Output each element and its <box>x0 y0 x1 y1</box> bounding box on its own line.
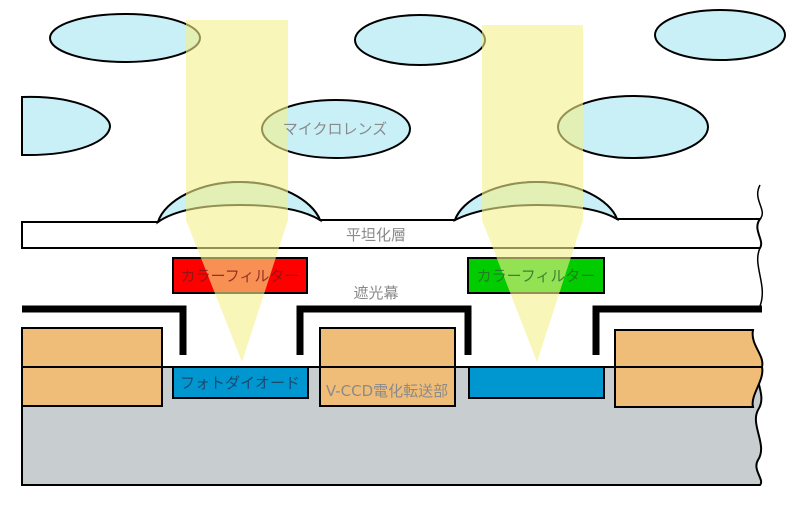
photodiode <box>172 366 309 399</box>
label-photodiode: フォトダイオード <box>180 374 300 392</box>
light-shield <box>22 305 187 355</box>
microlens <box>654 9 786 61</box>
microlens <box>49 13 201 63</box>
light-shield <box>296 305 472 355</box>
microlens <box>354 14 486 66</box>
label-color-filter-green: カラーフィルター <box>477 267 596 285</box>
light-beam <box>482 25 583 362</box>
light-beams <box>186 20 583 362</box>
light-beam <box>186 20 288 362</box>
microlens <box>21 95 112 157</box>
floating-microlenses <box>21 9 786 159</box>
label-color-filter-red: カラーフィルター <box>181 267 300 285</box>
label-vccd: V-CCD電化転送部 <box>326 382 448 400</box>
photodiode <box>468 366 605 399</box>
light-shields <box>22 305 762 355</box>
break-line <box>756 184 764 307</box>
label-light-shield: 遮光幕 <box>353 284 398 302</box>
light-shield <box>592 305 762 355</box>
vccd-block <box>614 329 764 408</box>
label-planarization: 平坦化層 <box>346 226 406 244</box>
label-microlens: マイクロレンズ <box>283 120 387 138</box>
